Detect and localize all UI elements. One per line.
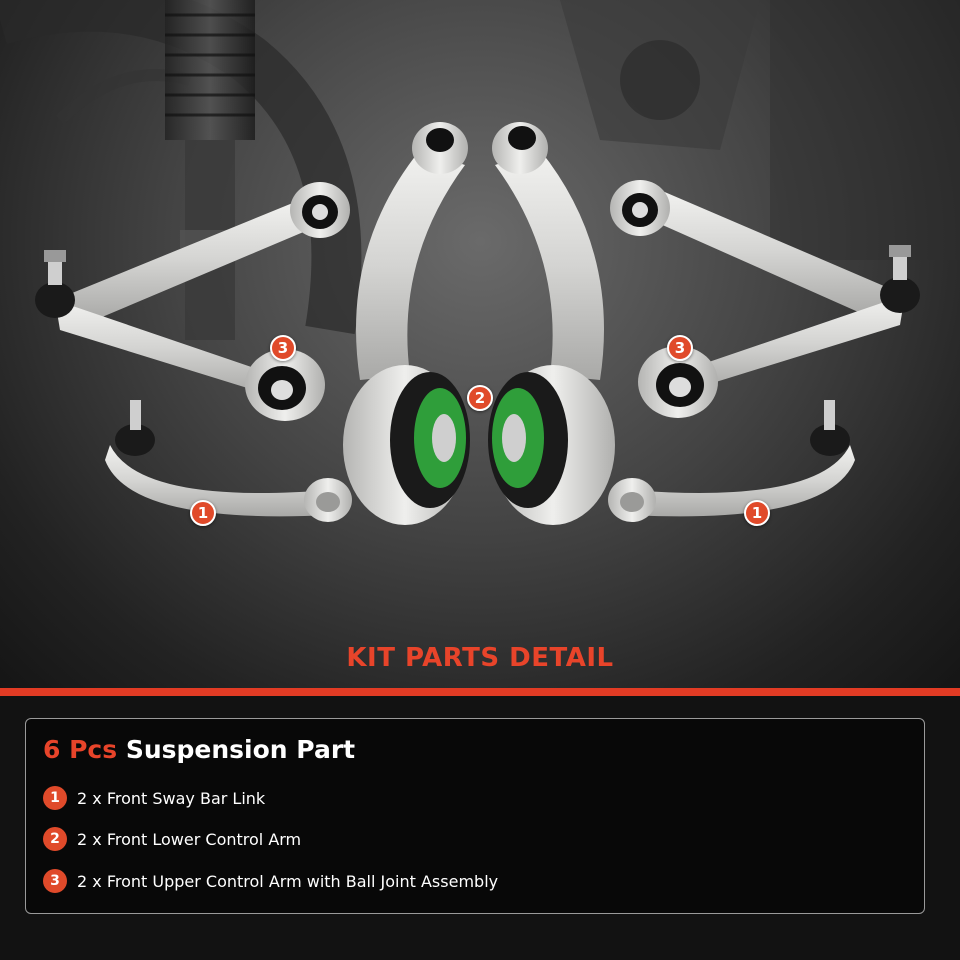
suspension-parts-illustration [35,122,920,525]
item-number-badge: 3 [43,869,67,893]
product-photo: 1 1 2 3 3 KIT PARTS DETAIL [0,0,960,690]
part-marker-1-right: 1 [744,500,770,526]
lower-control-arm-right [488,122,615,525]
sway-bar-link-right [608,400,855,522]
upper-control-arm-right [610,180,920,418]
parts-detail-section: 6 Pcs Suspension Part 1 2 x Front Sway B… [0,696,960,960]
kit-parts-heading: KIT PARTS DETAIL [346,643,614,673]
part-marker-3-right: 3 [667,335,693,361]
item-number-badge: 2 [43,827,67,851]
list-item: 1 2 x Front Sway Bar Link [43,786,265,810]
upper-control-arm-left [35,182,350,421]
sway-bar-link-left [105,400,352,522]
list-item: 2 2 x Front Lower Control Arm [43,827,301,851]
panel-title: 6 Pcs Suspension Part [43,735,355,764]
part-marker-1-left: 1 [190,500,216,526]
item-text: 2 x Front Upper Control Arm with Ball Jo… [77,871,499,891]
part-marker-2: 2 [467,385,493,411]
parts-list-panel: 6 Pcs Suspension Part 1 2 x Front Sway B… [25,718,925,914]
lower-control-arm-left [343,122,470,525]
piece-count: 6 Pcs [43,735,118,764]
item-number-badge: 1 [43,786,67,810]
panel-title-text: Suspension Part [125,735,356,764]
list-item: 3 2 x Front Upper Control Arm with Ball … [43,869,498,893]
part-marker-3-left: 3 [270,335,296,361]
section-divider [0,688,960,696]
item-text: 2 x Front Lower Control Arm [77,829,302,849]
item-text: 2 x Front Sway Bar Link [77,788,266,808]
